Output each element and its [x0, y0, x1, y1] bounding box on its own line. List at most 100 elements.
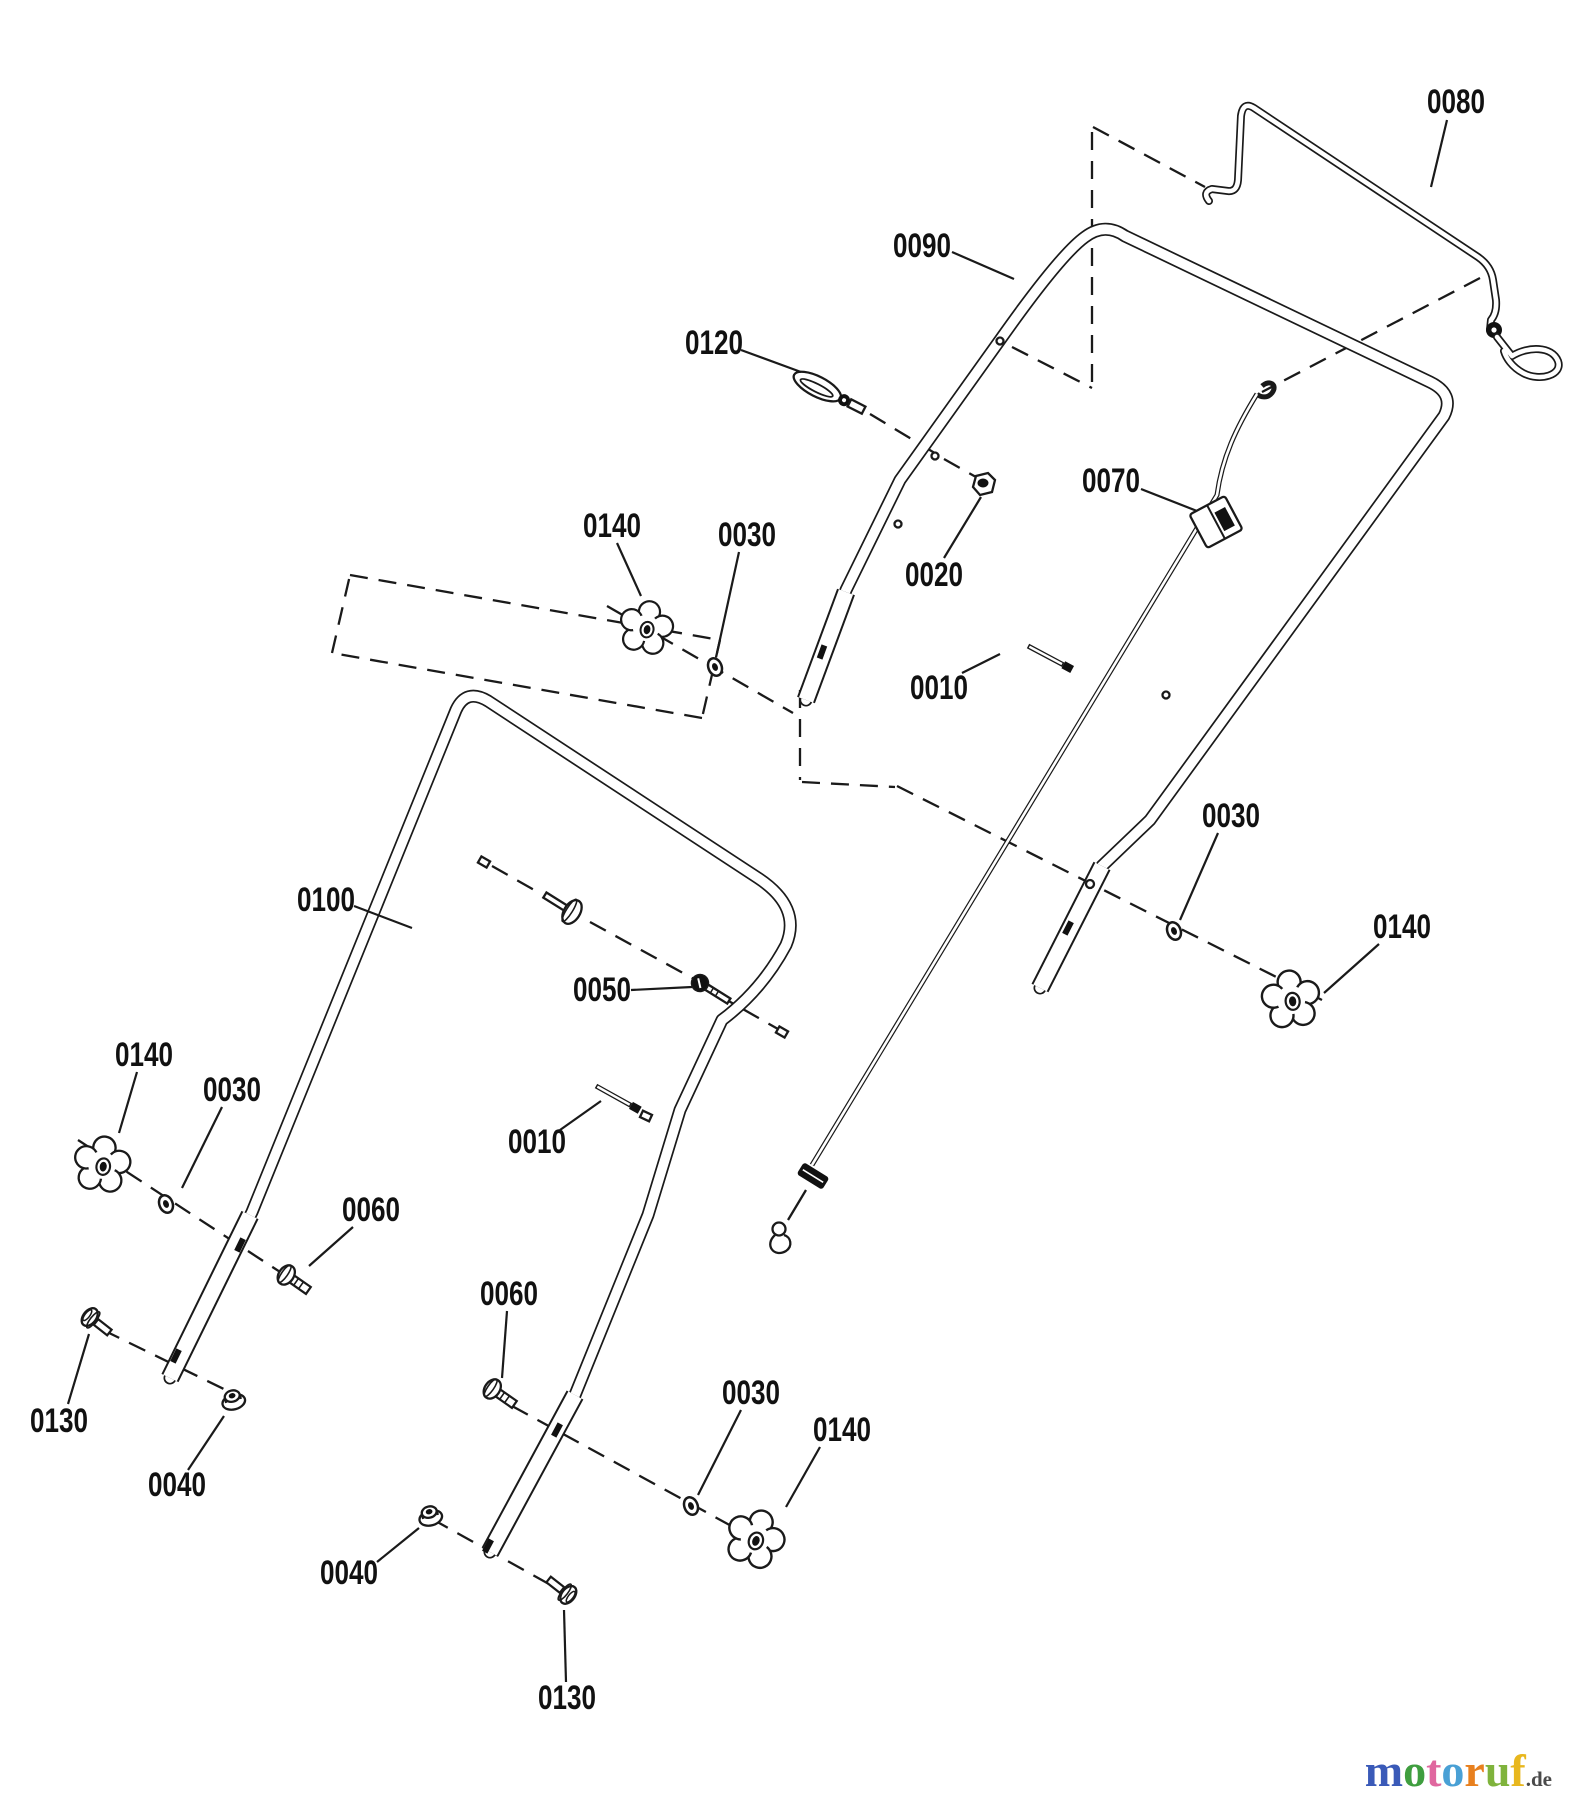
fastener-axis — [102, 1328, 233, 1395]
control-cable — [769, 380, 1277, 1255]
leader-line-0020-5 — [943, 496, 982, 559]
dashed-line — [1092, 125, 1206, 189]
leader-line-0030-19 — [697, 1409, 742, 1496]
mounting-hole — [893, 519, 903, 529]
fastener-axis — [491, 865, 537, 892]
part-label-0010-12: 0010 — [508, 1123, 566, 1161]
leader-line-0100-10 — [353, 904, 413, 930]
cable-z-hook — [769, 1233, 792, 1255]
flat-head-bolt — [541, 890, 583, 925]
part-label-0130-22: 0130 — [538, 1679, 596, 1717]
leader-line-0040-21 — [376, 1527, 420, 1563]
part-label-0020-5: 0020 — [905, 556, 963, 594]
part-label-0050-11: 0050 — [573, 971, 631, 1009]
leader-line-0070-6 — [1140, 487, 1198, 513]
mounting-hole — [1084, 878, 1096, 890]
mounting-hole — [930, 451, 940, 461]
part-label-0060-15: 0060 — [342, 1191, 400, 1229]
leader-line-0120-2 — [740, 348, 802, 374]
leader-line-0030-14 — [181, 1106, 223, 1189]
cable-z-fitting — [771, 1221, 787, 1237]
plate-slot — [1062, 920, 1074, 936]
dashed-line — [801, 780, 896, 789]
part-label-0030-4: 0030 — [718, 516, 776, 554]
plate-slot — [551, 1422, 563, 1438]
motoruf-logo[interactable]: motoruf.de — [1365, 1748, 1552, 1794]
leader-line-0140-9 — [1323, 943, 1380, 994]
part-label-0030-14: 0030 — [203, 1071, 261, 1109]
part-label-0130-16: 0130 — [30, 1402, 88, 1440]
control-bail-wire — [1202, 101, 1563, 381]
part-label-0030-19: 0030 — [722, 1374, 780, 1412]
logo-letter: u — [1484, 1745, 1511, 1796]
upper-handle-tube — [797, 222, 1454, 995]
part-label-0040-21: 0040 — [320, 1554, 378, 1592]
logo-letter: f — [1510, 1745, 1526, 1796]
round-head-screw — [690, 973, 733, 1006]
logo-letter: o — [1441, 1745, 1465, 1796]
part-label-0090-1: 0090 — [893, 227, 951, 265]
cable-end-rod — [787, 1189, 807, 1221]
part-labels: 0080 0090 0120 0140 0030 0020 0070 0010 0030 0140… — [30, 83, 1485, 1717]
logo-word: motoruf — [1365, 1745, 1526, 1796]
fastener-axis — [896, 784, 1323, 1002]
fastener-axis — [943, 457, 977, 479]
leader-line-0130-22 — [562, 1609, 568, 1683]
leader-line-0060-15 — [308, 1226, 354, 1267]
leader-line-0010-7 — [961, 653, 1001, 674]
part-label-0070-6: 0070 — [1082, 462, 1140, 500]
hex-nut — [971, 471, 997, 497]
plate-slot — [482, 1538, 494, 1554]
part-label-0060-18: 0060 — [480, 1275, 538, 1313]
dashed-line — [1261, 276, 1481, 394]
hardware — [69, 370, 1324, 1608]
leader-line-0080-0 — [1429, 119, 1449, 188]
part-label-0140-3: 0140 — [583, 507, 641, 545]
dashed-line — [1011, 345, 1093, 390]
leader-line-0140-20 — [785, 1446, 821, 1508]
part-label-0140-9: 0140 — [1373, 908, 1431, 946]
part-label-0140-20: 0140 — [813, 1411, 871, 1449]
cable-tie — [792, 370, 868, 416]
cable-end-barrel — [797, 1163, 829, 1189]
part-label-0120-2: 0120 — [685, 324, 743, 362]
mounting-hole — [1161, 690, 1171, 700]
leader-line-0010-12 — [559, 1100, 602, 1131]
leader-line-0030-8 — [1178, 832, 1220, 921]
part-label-0040-17: 0040 — [148, 1466, 206, 1504]
leader-line-0140-13 — [117, 1071, 139, 1134]
plate-slot — [170, 1348, 182, 1364]
logo-letter: m — [1364, 1745, 1404, 1796]
logo-letter: r — [1464, 1745, 1485, 1796]
dashed-box-edge — [349, 573, 721, 642]
cable-guide-tab — [476, 854, 492, 870]
cable-clamp — [1189, 495, 1243, 549]
leader-line-0130-16 — [66, 1333, 91, 1405]
cable-guide-tab — [774, 1024, 790, 1040]
leader-line-0040-17 — [187, 1415, 225, 1471]
logo-letter: t — [1426, 1745, 1442, 1796]
dashed-box-edge — [330, 574, 352, 654]
leader-line-0060-18 — [500, 1310, 509, 1379]
fastener-axis — [589, 920, 695, 981]
leader-line-0090-1 — [951, 250, 1015, 281]
dashed-box-edge — [331, 651, 703, 720]
part-label-0100-10: 0100 — [297, 881, 355, 919]
plate-slot — [234, 1237, 246, 1253]
plate-slot — [816, 644, 828, 660]
leader-line-0140-3 — [615, 542, 643, 597]
part-label-0010-7: 0010 — [910, 669, 968, 707]
part-label-0140-13: 0140 — [115, 1036, 173, 1074]
mounting-hole — [995, 336, 1005, 346]
bail-pivot-hole — [1491, 327, 1497, 333]
part-label-0030-8: 0030 — [1202, 797, 1260, 835]
leader-line-0050-11 — [630, 985, 693, 992]
leader-line-0030-4 — [715, 551, 741, 654]
lower-handle-tube — [161, 689, 797, 1559]
cable-guide-tab — [638, 1109, 654, 1123]
logo-letter: o — [1403, 1745, 1427, 1796]
part-label-0080-0: 0080 — [1427, 83, 1485, 121]
